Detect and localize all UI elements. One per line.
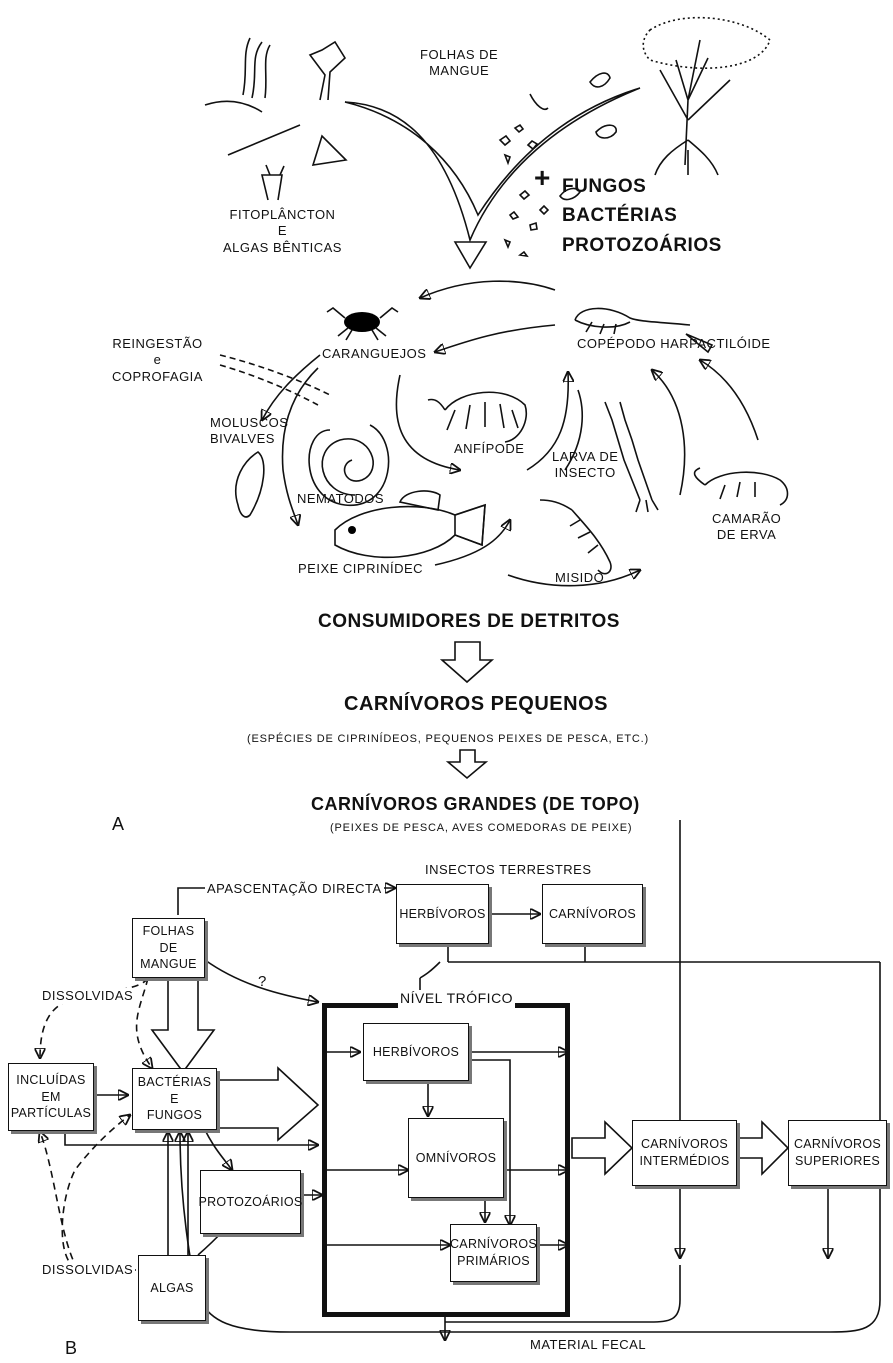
crab-drawing	[326, 307, 399, 341]
dissolved-top-label: DISSOLVIDAS	[40, 988, 136, 1005]
mysid-label: MISIDO	[555, 570, 605, 585]
crabs-label: CARANGUEJOS	[322, 346, 427, 361]
herbivores-box: HERBÍVOROS	[363, 1023, 469, 1081]
large-carnivores-note: (PEIXES DE PESCA, AVES COMEDORAS DE PEIX…	[330, 822, 633, 834]
amphipod-label: ANFÍPODE	[454, 441, 525, 456]
trophic-level-label: NÍVEL TRÓFICO	[398, 990, 516, 1008]
insect-larva-drawing	[604, 401, 659, 513]
mangrove-leaves-drawing	[529, 72, 617, 201]
detritus-particles	[498, 123, 550, 258]
amphipod-drawing	[427, 391, 527, 443]
fecal-material-label: MATERIAL FECAL	[528, 1337, 649, 1354]
copepod-label: COPÉPODO HARPACTILÓIDE	[577, 336, 771, 351]
cyprinid-fish-label: PEIXE CIPRINÍDEC	[298, 561, 424, 576]
phytoplankton-drawings	[204, 37, 348, 201]
small-carnivores-note: (ESPÉCIES DE CIPRINÍDEOS, PEQUENOS PEIXE…	[247, 733, 649, 745]
algae-box: ALGAS	[138, 1255, 206, 1321]
question-mark: ?	[258, 973, 267, 990]
mysid-drawing	[539, 499, 612, 575]
bivalve-drawing	[235, 451, 265, 518]
large-carnivores-label: CARNÍVOROS GRANDES (DE TOPO)	[311, 794, 640, 814]
panel-a-label: A	[112, 814, 125, 834]
mangrove-tree-drawing	[642, 16, 771, 176]
terrestrial-insects-label: INSECTOS TERRESTRES	[425, 862, 592, 877]
dissolved-bottom-label: DISSOLVIDAS	[40, 1262, 136, 1279]
insect-carnivores-box: CARNÍVOROS	[542, 884, 643, 944]
protozoa-box: PROTOZOÁRIOS	[198, 1170, 302, 1234]
copepod-drawing	[574, 307, 691, 335]
grass-shrimp-drawing	[693, 467, 789, 506]
panel-b-label: B	[65, 1338, 78, 1358]
insect-herbivores-box: HERBÍVOROS	[396, 884, 489, 944]
detritus-sweep-arrow	[344, 87, 641, 243]
cyprinid-fish-drawing	[334, 490, 486, 559]
detritus-consumers-label: CONSUMIDORES DE DETRITOS	[318, 611, 620, 632]
direct-grazing-label: APASCENTAÇÃO DIRECTA	[205, 881, 384, 898]
omnivores-box: OMNÍVOROS	[408, 1118, 504, 1198]
nematodes-label: NEMATODOS	[297, 491, 385, 506]
nematodes-drawing	[308, 424, 390, 506]
plus-sign: +	[534, 162, 551, 193]
small-carnivores-label: CARNÍVOROS PEQUENOS	[344, 693, 608, 715]
